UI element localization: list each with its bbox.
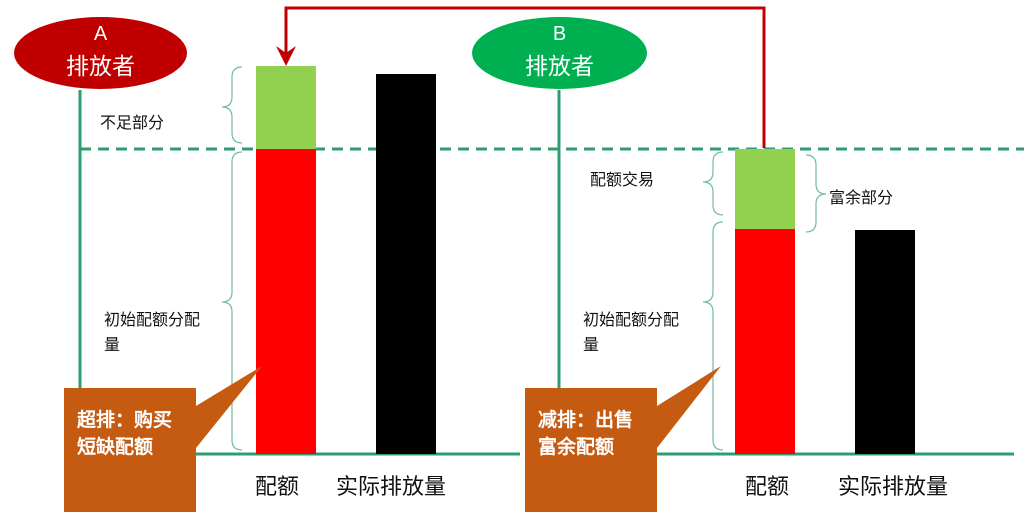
entity-b-name: 排放者 — [525, 54, 594, 80]
axis-label-quota-b: 配额 — [745, 475, 790, 500]
bar-a-shortfall — [256, 66, 316, 149]
bar-a-initial-quota — [256, 149, 316, 454]
trade-arrow — [284, 6, 766, 148]
label-initial-a: 初始配额分配量 — [104, 310, 201, 354]
entity-b-badge: B 排放者 — [472, 17, 647, 89]
callout-a-shape — [64, 366, 262, 512]
brace-trade — [702, 151, 724, 216]
entity-a-name: 排放者 — [66, 54, 135, 80]
bar-b-actual-emission — [855, 230, 915, 454]
axis-label-actual-b: 实际排放量 — [838, 475, 949, 500]
brace-initial-a — [221, 151, 243, 451]
bar-b-surplus — [735, 149, 795, 229]
bar-a-actual-emission — [376, 74, 436, 454]
callout-a-text: 超排：购买短缺配额 — [77, 409, 173, 458]
label-trade: 配额交易 — [590, 170, 655, 189]
entity-a-letter: A — [93, 23, 108, 45]
brace-surplus — [805, 154, 827, 233]
label-initial-b: 初始配额分配量 — [583, 310, 680, 354]
axis-label-actual-a: 实际排放量 — [336, 475, 447, 500]
entity-a-badge: A 排放者 — [14, 17, 187, 89]
label-shortfall: 不足部分 — [100, 113, 165, 132]
label-surplus: 富余部分 — [829, 188, 894, 207]
bar-b-initial-quota — [735, 229, 795, 454]
entity-b-letter: B — [552, 23, 567, 45]
axis-label-quota-a: 配额 — [255, 475, 300, 500]
brace-initial-b — [702, 221, 724, 451]
callout-b-shape — [525, 366, 721, 512]
trade-arrow-head — [276, 46, 296, 66]
callout-b-text: 减排：出售富余配额 — [538, 409, 634, 458]
brace-shortfall — [221, 66, 243, 144]
